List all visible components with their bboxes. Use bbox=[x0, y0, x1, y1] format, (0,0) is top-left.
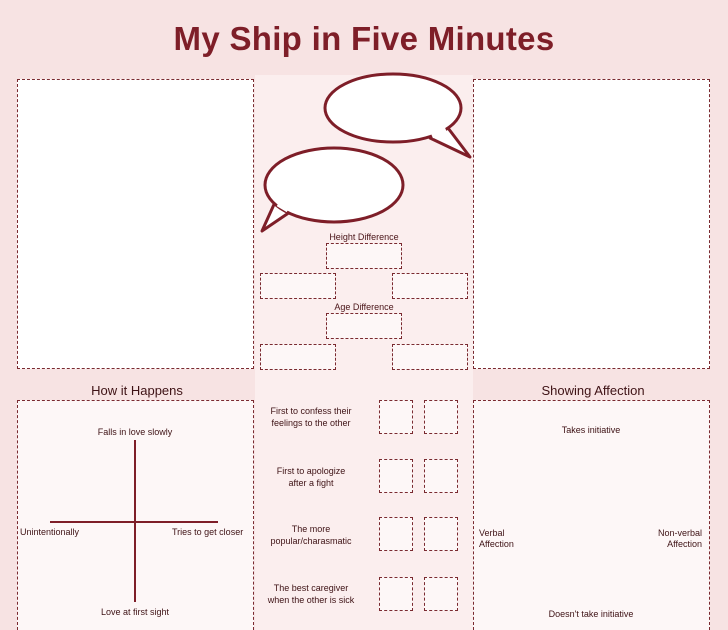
answer-box-apologize-b[interactable] bbox=[424, 459, 458, 493]
height-difference-label: Height Difference bbox=[329, 232, 399, 242]
question-line: feelings to the other bbox=[271, 418, 351, 428]
question-line: The more bbox=[291, 524, 331, 534]
age-right-input[interactable] bbox=[392, 344, 468, 370]
how-axis-right: Tries to get closer bbox=[172, 527, 244, 537]
affection-left-line1: Verbal bbox=[479, 528, 505, 538]
height-difference-input[interactable] bbox=[326, 243, 402, 269]
age-difference-input[interactable] bbox=[326, 313, 402, 339]
answer-box-popular-a[interactable] bbox=[379, 517, 413, 551]
answer-box-caregiver-b[interactable] bbox=[424, 577, 458, 611]
affection-right-line1: Non-verbal bbox=[657, 528, 702, 538]
page-title: My Ship in Five Minutes bbox=[173, 20, 555, 57]
answer-box-confess-a[interactable] bbox=[379, 400, 413, 434]
affection-axis-top: Takes initiative bbox=[561, 425, 621, 435]
answer-box-apologize-a[interactable] bbox=[379, 459, 413, 493]
height-left-input[interactable] bbox=[260, 273, 336, 299]
question-line: after a fight bbox=[288, 478, 334, 488]
affection-left-line2: Affection bbox=[479, 539, 514, 549]
how-axis-left: Unintentionally bbox=[20, 527, 80, 537]
question-caregiver: The best caregiver when the other is sic… bbox=[256, 582, 366, 606]
affection-right-line2: Affection bbox=[667, 539, 702, 549]
age-left-input[interactable] bbox=[260, 344, 336, 370]
speech-bubble-right[interactable] bbox=[323, 72, 472, 159]
showing-affection-title: Showing Affection bbox=[541, 383, 645, 398]
question-line: popular/charasmatic bbox=[270, 536, 352, 546]
answer-box-caregiver-a[interactable] bbox=[379, 577, 413, 611]
affection-axis-bottom: Doesn't take initiative bbox=[548, 609, 634, 619]
question-apologize: First to apologize after a fight bbox=[256, 465, 366, 489]
question-line: First to apologize bbox=[276, 466, 346, 476]
showing-affection-chart[interactable] bbox=[473, 400, 710, 630]
question-confess: First to confess their feelings to the o… bbox=[256, 405, 366, 429]
height-right-input[interactable] bbox=[392, 273, 468, 299]
answer-box-popular-b[interactable] bbox=[424, 517, 458, 551]
character-photo-left[interactable] bbox=[17, 79, 254, 369]
answer-box-confess-b[interactable] bbox=[424, 400, 458, 434]
character-photo-right[interactable] bbox=[473, 79, 710, 369]
question-line: when the other is sick bbox=[267, 595, 355, 605]
question-line: The best caregiver bbox=[273, 583, 349, 593]
how-axis-bottom: Love at first sight bbox=[100, 607, 170, 617]
affection-axis-right: Non-verbal Affection bbox=[640, 528, 702, 550]
question-line: First to confess their bbox=[270, 406, 352, 416]
question-popular: The more popular/charasmatic bbox=[256, 523, 366, 547]
affection-axis-left: Verbal Affection bbox=[479, 528, 514, 550]
how-axis-top: Falls in love slowly bbox=[97, 427, 173, 437]
age-difference-label: Age Difference bbox=[334, 302, 394, 312]
how-it-happens-title: How it Happens bbox=[91, 383, 183, 398]
speech-bubble-left[interactable] bbox=[260, 146, 405, 233]
